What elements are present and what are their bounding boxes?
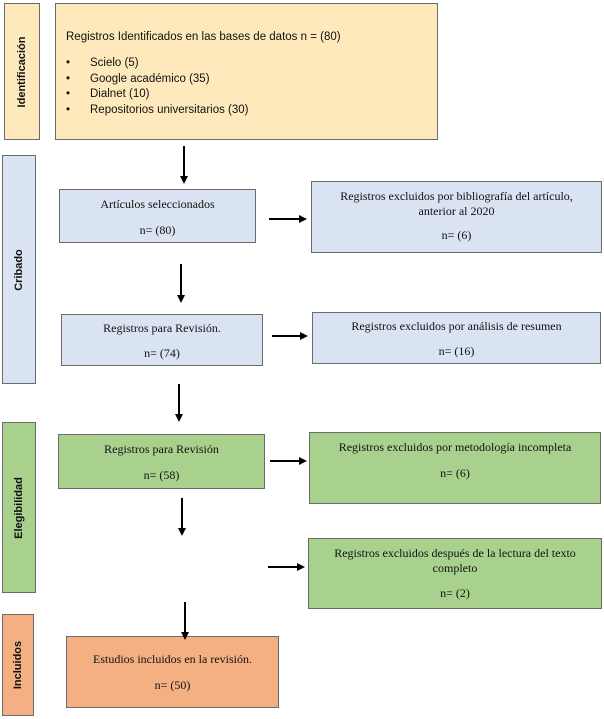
- identification-box: Registros Identificados en las bases de …: [55, 3, 438, 140]
- excluded-bibliography-count: n= (6): [441, 228, 472, 242]
- eligibility-review-box: Registros para Revisión n= (58): [58, 434, 265, 489]
- selected-articles-box: Artículos seleccionados n= (80): [59, 189, 256, 243]
- stage-identificacion: Identificación: [4, 3, 40, 140]
- review-records-box: Registros para Revisión. n= (74): [61, 314, 263, 366]
- identification-title: Registros Identificados en las bases de …: [66, 31, 341, 43]
- selected-articles-label: Artículos seleccionados: [100, 197, 215, 211]
- eligibility-review-label: Registros para Revisión: [104, 442, 219, 456]
- bullet-icon: •: [66, 88, 71, 100]
- excluded-abstract-count: n= (16): [438, 344, 475, 358]
- review-records-count: n= (74): [144, 346, 180, 360]
- bullet-icon: •: [66, 57, 71, 69]
- included-count: n= (50): [154, 678, 191, 692]
- source-label: Scielo (5): [90, 57, 139, 69]
- bullet-icon: •: [66, 103, 71, 116]
- included-box: Estudios incluidos en la revisión. n= (5…: [66, 636, 279, 708]
- stage-incluidos: Incluidos: [2, 614, 34, 716]
- selected-articles-count: n= (80): [139, 223, 176, 237]
- source-label: Dialnet (10): [90, 88, 150, 100]
- excluded-abstract-box: Registros excluidos por análisis de resu…: [312, 312, 601, 364]
- excluded-bibliography-line1: Registros excluidos por bibliografía del…: [340, 189, 573, 203]
- source-list: • Scielo (5) • Google académico (35) • Dial…: [66, 56, 249, 118]
- source-item: • Repositorios universitarios (30): [66, 103, 249, 119]
- excluded-abstract-label: Registros excluidos por análisis de resu…: [351, 319, 562, 333]
- stage-cribado: Cribado: [2, 155, 36, 384]
- source-item: • Scielo (5): [66, 56, 249, 72]
- excluded-fulltext-line1: Registros excluidos después de la lectur…: [334, 546, 576, 560]
- source-item: • Dialnet (10): [66, 87, 249, 103]
- bullet-icon: •: [66, 72, 71, 85]
- source-item: • Google académico (35): [66, 72, 249, 88]
- excluded-fulltext-line2: completo: [432, 561, 478, 575]
- excluded-method-count: n= (6): [440, 466, 470, 480]
- included-label: Estudios incluidos en la revisión.: [93, 652, 252, 666]
- source-label: Google académico (35): [90, 72, 210, 85]
- review-records-label: Registros para Revisión.: [103, 321, 221, 335]
- excluded-method-label: Registros excluidos por metodología inco…: [338, 440, 572, 454]
- eligibility-review-count: n= (58): [143, 468, 180, 482]
- excluded-method-box: Registros excluidos por metodología inco…: [309, 432, 601, 504]
- excluded-fulltext-box: Registros excluidos después de la lectur…: [308, 538, 602, 609]
- source-label: Repositorios universitarios (30): [90, 103, 249, 116]
- stage-elegibilidad: Elegibilidad: [2, 422, 36, 593]
- excluded-bibliography-box: Registros excluidos por bibliografía del…: [311, 181, 602, 253]
- excluded-fulltext-count: n= (2): [440, 586, 470, 600]
- excluded-bibliography-line2: anterior al 2020: [418, 204, 495, 218]
